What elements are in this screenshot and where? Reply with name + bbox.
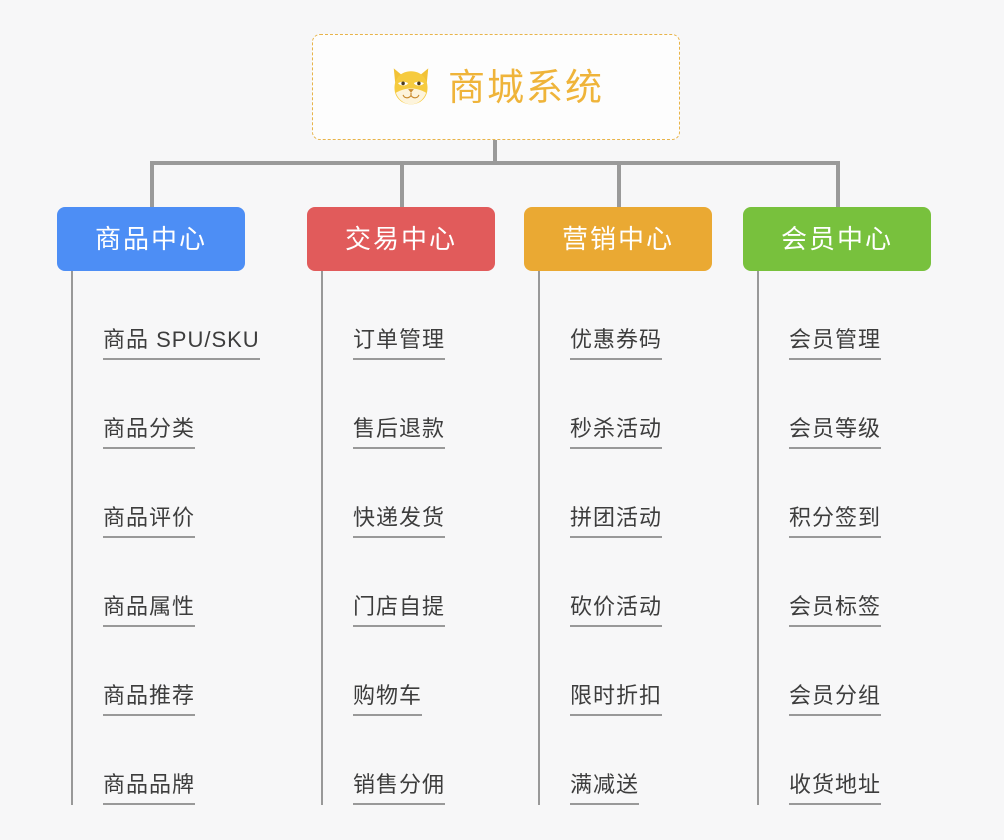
- category-column-1: 商品中心 商品 SPU/SKU 商品分类 商品评价 商品属性 商品推荐 商品品牌: [57, 207, 260, 805]
- leaf-item[interactable]: 商品属性: [73, 538, 245, 627]
- leaf-item[interactable]: 满减送: [540, 716, 712, 805]
- leaf-label: 优惠券码: [570, 327, 663, 360]
- leaf-item[interactable]: 商品推荐: [73, 627, 245, 716]
- leaf-item[interactable]: 秒杀活动: [540, 360, 712, 449]
- leaf-item[interactable]: 会员等级: [759, 360, 931, 449]
- leaf-item[interactable]: 优惠券码: [540, 271, 712, 360]
- leaf-item[interactable]: 购物车: [323, 627, 495, 716]
- leaf-item[interactable]: 拼团活动: [540, 449, 712, 538]
- leaf-item[interactable]: 商品品牌: [73, 716, 245, 805]
- leaf-label: 收货地址: [789, 772, 882, 805]
- leaf-item[interactable]: 商品分类: [73, 360, 245, 449]
- leaf-label: 商品品牌: [103, 772, 196, 805]
- root-label: 商城系统: [448, 66, 604, 108]
- leaf-label: 限时折扣: [570, 683, 663, 716]
- leaf-label: 商品属性: [103, 594, 196, 627]
- leaf-label: 满减送: [570, 772, 640, 805]
- leaf-label: 商品推荐: [103, 683, 196, 716]
- connector-root-stem: [493, 140, 497, 164]
- leaf-label: 积分签到: [789, 505, 882, 538]
- leaf-label: 快递发货: [353, 505, 446, 538]
- leaf-item[interactable]: 限时折扣: [540, 627, 712, 716]
- leaf-list-4: 会员管理 会员等级 积分签到 会员标签 会员分组 收货地址: [757, 271, 931, 805]
- connector-drop-3: [617, 163, 621, 208]
- leaf-label: 会员分组: [789, 683, 882, 716]
- leaf-item[interactable]: 会员标签: [759, 538, 931, 627]
- category-column-3: 营销中心 优惠券码 秒杀活动 拼团活动 砍价活动 限时折扣 满减送: [524, 207, 712, 805]
- leaf-label: 订单管理: [353, 327, 446, 360]
- leaf-label: 秒杀活动: [570, 416, 663, 449]
- leaf-item[interactable]: 商品 SPU/SKU: [73, 271, 260, 360]
- connector-drop-2: [400, 163, 404, 208]
- leaf-label: 拼团活动: [570, 505, 663, 538]
- leaf-label: 售后退款: [353, 416, 446, 449]
- leaf-item[interactable]: 销售分佣: [323, 716, 495, 805]
- leaf-label: 会员管理: [789, 327, 882, 360]
- leaf-label: 会员等级: [789, 416, 882, 449]
- leaf-list-3: 优惠券码 秒杀活动 拼团活动 砍价活动 限时折扣 满减送: [538, 271, 712, 805]
- leaf-item[interactable]: 会员分组: [759, 627, 931, 716]
- category-header-2[interactable]: 交易中心: [307, 207, 495, 271]
- leaf-item[interactable]: 快递发货: [323, 449, 495, 538]
- leaf-label: 购物车: [353, 683, 423, 716]
- leaf-label: 商品 SPU/SKU: [103, 327, 260, 360]
- leaf-item[interactable]: 会员管理: [759, 271, 931, 360]
- leaf-label: 砍价活动: [570, 594, 663, 627]
- leaf-item[interactable]: 砍价活动: [540, 538, 712, 627]
- category-column-4: 会员中心 会员管理 会员等级 积分签到 会员标签 会员分组 收货地址: [743, 207, 931, 805]
- category-header-4[interactable]: 会员中心: [743, 207, 931, 271]
- leaf-label: 商品评价: [103, 505, 196, 538]
- leaf-item[interactable]: 订单管理: [323, 271, 495, 360]
- leaf-item[interactable]: 售后退款: [323, 360, 495, 449]
- root-node[interactable]: 商城系统: [312, 34, 680, 140]
- category-header-3[interactable]: 营销中心: [524, 207, 712, 271]
- category-column-2: 交易中心 订单管理 售后退款 快递发货 门店自提 购物车 销售分佣: [307, 207, 495, 805]
- leaf-label: 门店自提: [353, 594, 446, 627]
- leaf-list-1: 商品 SPU/SKU 商品分类 商品评价 商品属性 商品推荐 商品品牌: [71, 271, 260, 805]
- connector-drop-4: [836, 163, 840, 208]
- leaf-label: 商品分类: [103, 416, 196, 449]
- category-header-1[interactable]: 商品中心: [57, 207, 245, 271]
- shiba-dog-icon: [393, 68, 429, 105]
- leaf-list-2: 订单管理 售后退款 快递发货 门店自提 购物车 销售分佣: [321, 271, 495, 805]
- leaf-item[interactable]: 收货地址: [759, 716, 931, 805]
- leaf-label: 会员标签: [789, 594, 882, 627]
- leaf-label: 销售分佣: [353, 772, 446, 805]
- leaf-item[interactable]: 门店自提: [323, 538, 495, 627]
- leaf-item[interactable]: 积分签到: [759, 449, 931, 538]
- leaf-item[interactable]: 商品评价: [73, 449, 245, 538]
- connector-drop-1: [150, 163, 154, 208]
- connector-horizontal-bus: [150, 161, 840, 165]
